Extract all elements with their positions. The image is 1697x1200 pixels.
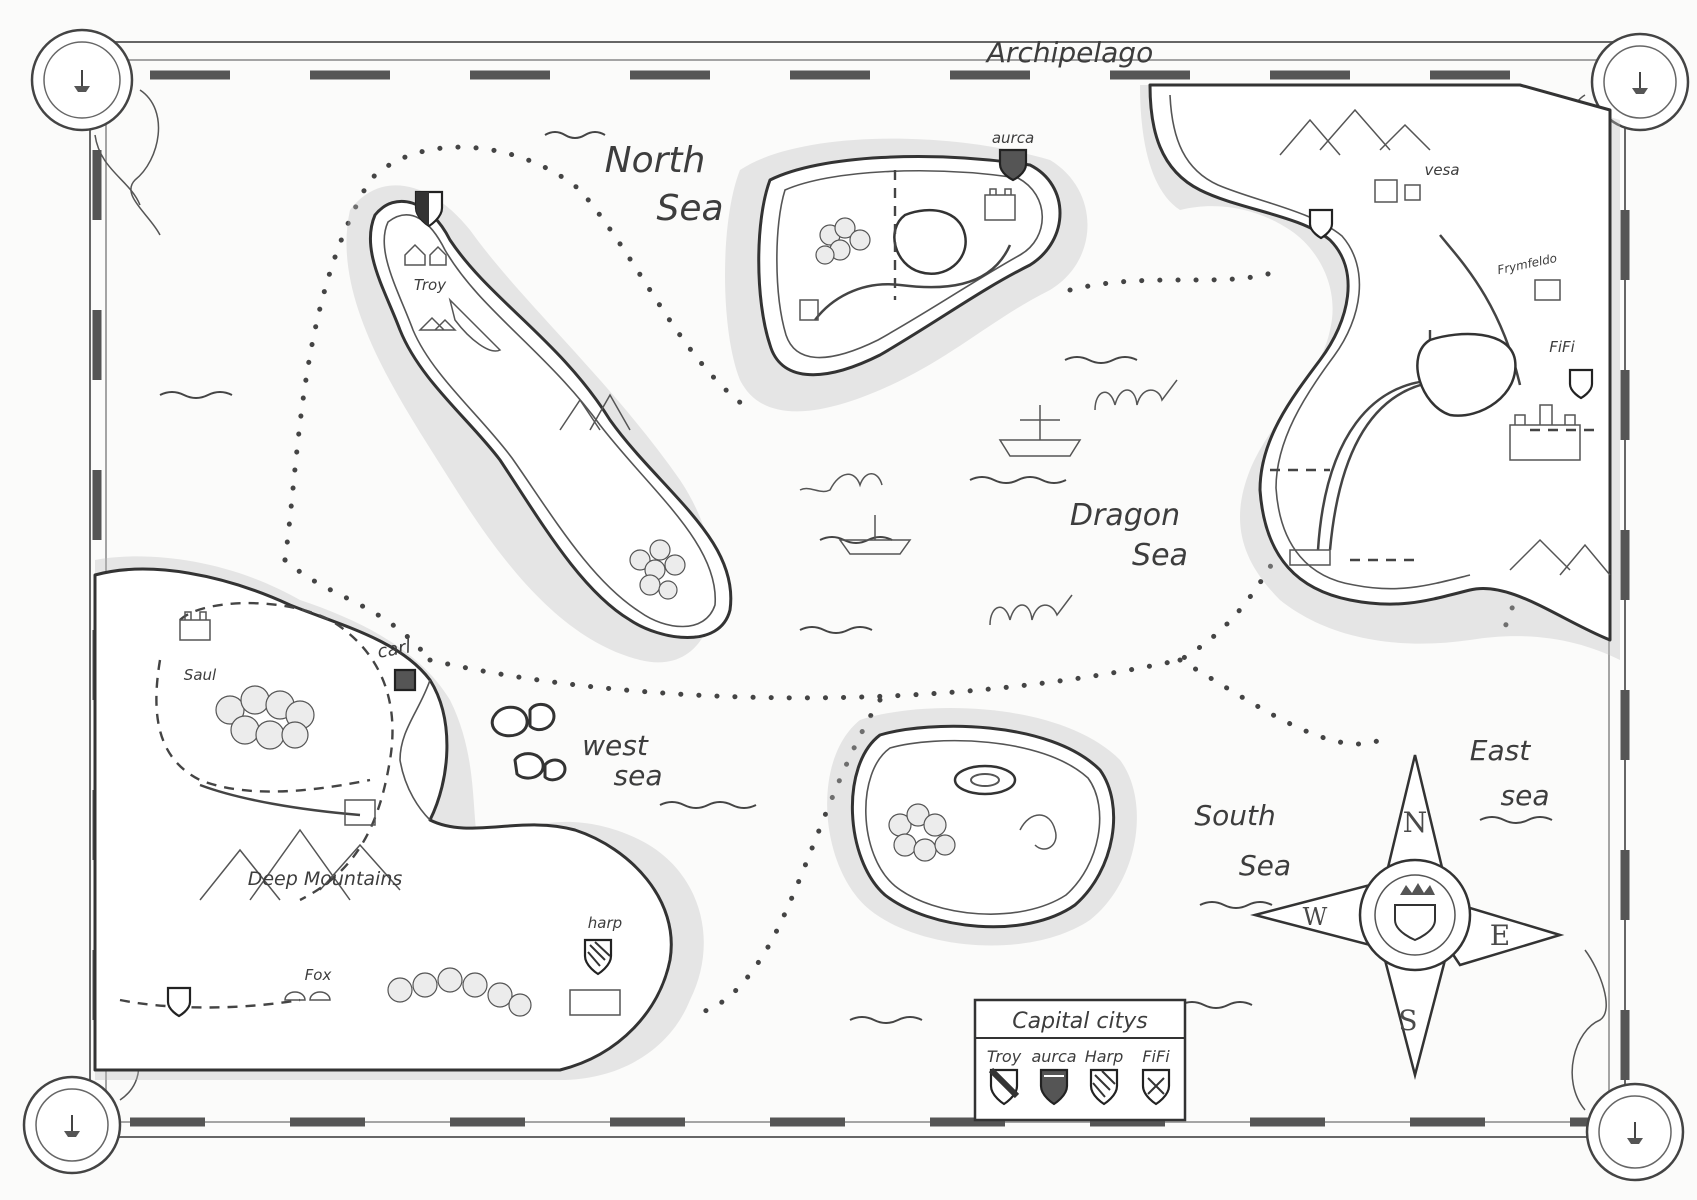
label-west-sea-2: sea — [614, 759, 663, 792]
corner-medallion-top-left — [30, 28, 161, 236]
sea-labels: North Sea Dragon Sea west sea South Sea … — [582, 140, 1549, 882]
waves — [159, 131, 1553, 1024]
compass-w: W — [1303, 903, 1328, 931]
legend-city-3: Harp — [1085, 1047, 1124, 1066]
compass-e: E — [1490, 919, 1510, 952]
legend-city-2: aurca — [1031, 1047, 1076, 1066]
label-south-sea-1: South — [1194, 799, 1275, 832]
sea-serpents — [799, 379, 1178, 626]
label-harp: harp — [588, 914, 622, 932]
east-landmass: vesa FiFi Frymfeldo — [1140, 83, 1620, 660]
corner-medallion-bottom-right — [1571, 949, 1685, 1182]
west-landmass: Saul carl Deep Mountains harp Fox — [93, 556, 704, 1080]
corner-medallion-bottom-left — [22, 974, 141, 1175]
ships — [838, 405, 1082, 555]
west-sea-islets — [490, 702, 567, 782]
label-fox: Fox — [305, 966, 332, 984]
label-north-sea-1: North — [605, 140, 706, 181]
troy-island: Troy — [346, 185, 733, 663]
label-north-sea-2: Sea — [656, 188, 723, 229]
label-east-sea-1: East — [1470, 734, 1531, 767]
map-title: Archipelago — [985, 36, 1153, 69]
legend-title: Capital citys — [1012, 1009, 1147, 1034]
compass-rose: N E S W — [1250, 754, 1565, 1080]
label-dragon-sea-1: Dragon — [1070, 498, 1180, 533]
south-island — [827, 708, 1137, 946]
legend-city-4: FiFi — [1142, 1047, 1170, 1066]
compass-s: S — [1398, 1004, 1417, 1037]
label-fifi: FiFi — [1549, 338, 1575, 356]
legend-shield-aurca — [1039, 1068, 1069, 1106]
label-west-sea-1: west — [582, 729, 649, 762]
label-saul: Saul — [184, 666, 217, 684]
compass-n: N — [1403, 806, 1428, 839]
sea-routes — [282, 144, 1583, 1018]
label-deep-mountains: Deep Mountains — [248, 868, 403, 890]
legend: Capital citys Troy aurca Harp FiFi — [973, 998, 1187, 1122]
label-dragon-sea-2: Sea — [1132, 538, 1188, 573]
aurca-island: aurca — [725, 129, 1088, 412]
label-troy: Troy — [414, 276, 447, 294]
legend-city-1: Troy — [987, 1047, 1022, 1066]
label-east-sea-2: sea — [1501, 779, 1550, 812]
label-south-sea-2: Sea — [1239, 849, 1291, 882]
label-aurca: aurca — [992, 129, 1034, 147]
label-vesa: vesa — [1424, 161, 1459, 179]
